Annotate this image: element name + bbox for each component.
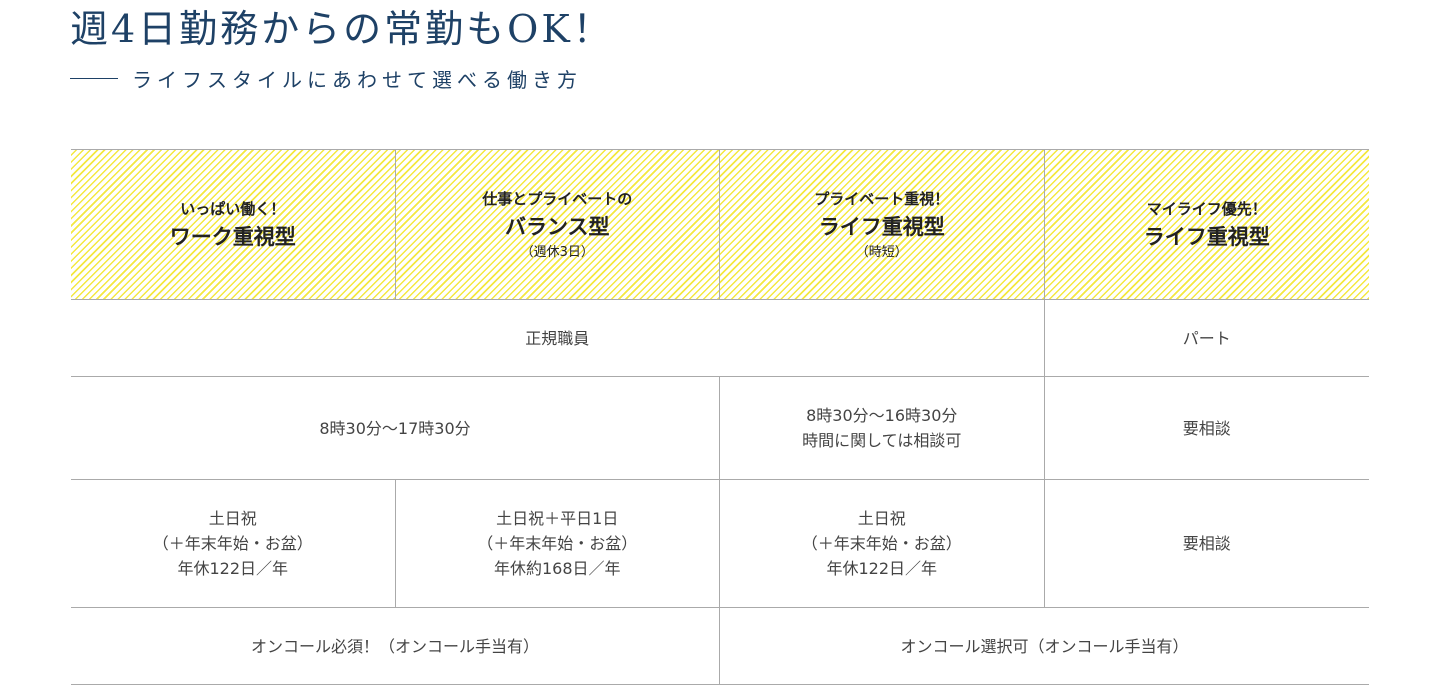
holiday-line: 土日祝 <box>857 509 906 528</box>
holidays-life-short: 土日祝 （＋年末年始・お盆） 年休122日／年 <box>720 480 1045 608</box>
page-title: 週4日勤務からの常勤もOK！ <box>70 7 614 51</box>
header-type: ワーク重視型 <box>169 224 296 249</box>
header-lead: いっぱい働く！ <box>180 199 286 218</box>
holidays-balance: 土日祝＋平日1日 （＋年末年始・お盆） 年休約168日／年 <box>395 480 720 608</box>
hours-short-line: 8時30分〜16時30分 <box>806 406 958 425</box>
hours-standard: 8時30分〜17時30分 <box>71 377 720 480</box>
header-lead: マイライフ優先！ <box>1146 199 1267 218</box>
header-life-part: マイライフ優先！ ライフ重視型 <box>1044 150 1369 300</box>
hours-part: 要相談 <box>1044 377 1369 480</box>
header-type: バランス型 <box>504 214 610 239</box>
header-lead: プライベート重視！ <box>814 189 950 208</box>
holidays-work: 土日祝 （＋年末年始・お盆） 年休122日／年 <box>71 480 396 608</box>
hours-short: 8時30分〜16時30分 時間に関しては相談可 <box>720 377 1045 480</box>
work-style-table: いっぱい働く！ ワーク重視型 仕事とプライベートの バランス型 （週休3日） プ… <box>71 149 1369 685</box>
header-type: ライフ重視型 <box>818 214 945 239</box>
holiday-line: （＋年末年始・お盆） <box>152 534 313 553</box>
subtitle-text: ライフスタイルにあわせて選べる働き方 <box>132 68 582 92</box>
header-type: ライフ重視型 <box>1143 224 1270 249</box>
header-work-focused: いっぱい働く！ ワーク重視型 <box>71 150 396 300</box>
oncall-optional: オンコール選択可（オンコール手当有） <box>720 608 1369 685</box>
employment-fulltime: 正規職員 <box>71 300 1045 377</box>
holiday-line: 年休122日／年 <box>177 559 289 578</box>
dash-divider <box>70 78 118 79</box>
holiday-line: 年休約168日／年 <box>493 559 621 578</box>
header-life-short: プライベート重視！ ライフ重視型 （時短） <box>720 150 1045 300</box>
page-subtitle: ライフスタイルにあわせて選べる働き方 <box>70 64 582 93</box>
holiday-line: 年休122日／年 <box>826 559 938 578</box>
oncall-required: オンコール必須！（オンコール手当有） <box>71 608 720 685</box>
holiday-line: （＋年末年始・お盆） <box>801 534 962 553</box>
hours-short-note: 時間に関しては相談可 <box>802 431 962 450</box>
holiday-line: （＋年末年始・お盆） <box>477 534 638 553</box>
holiday-line: 土日祝＋平日1日 <box>496 509 619 528</box>
header-balance: 仕事とプライベートの バランス型 （週休3日） <box>395 150 720 300</box>
holidays-part: 要相談 <box>1044 480 1369 608</box>
employment-part: パート <box>1044 300 1369 377</box>
header-note: （週休3日） <box>520 244 594 260</box>
header-lead: 仕事とプライベートの <box>482 189 633 208</box>
header-note: （時短） <box>855 244 908 260</box>
holiday-line: 土日祝 <box>208 509 257 528</box>
